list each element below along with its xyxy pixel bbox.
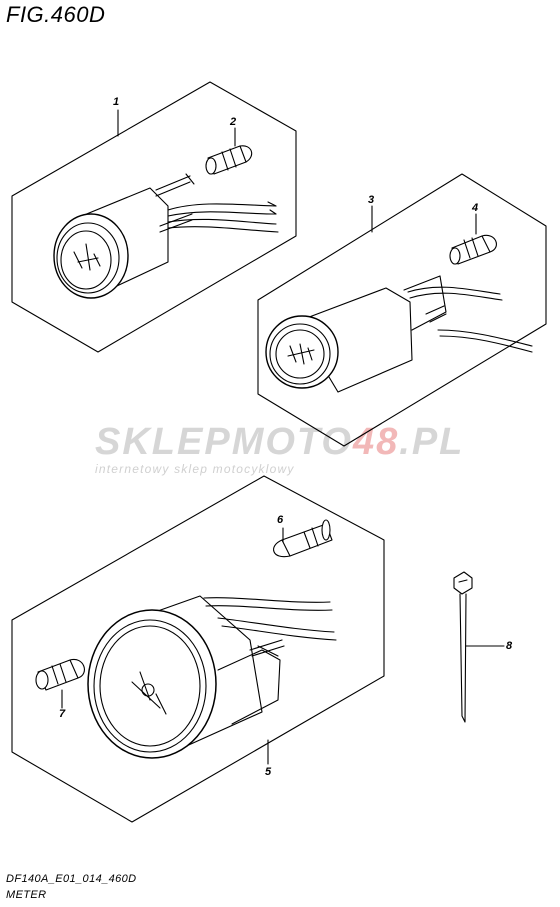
group-5-frame	[11, 475, 385, 823]
callout-3: 3	[368, 194, 375, 206]
bulb-7-icon	[35, 658, 85, 691]
footer-caption: METER	[6, 889, 47, 901]
meter-1-icon	[53, 173, 279, 299]
callout-7: 7	[59, 708, 66, 720]
callout-4: 4	[472, 202, 479, 214]
figure-title: FIG.460D	[6, 2, 106, 27]
callout-6: 6	[277, 514, 284, 526]
meter-3-icon	[265, 275, 533, 393]
watermark-brand-part2: 48	[353, 421, 400, 463]
group-1-frame	[11, 81, 297, 353]
watermark-tagline: internetowy sklep motocyklowy	[95, 462, 295, 476]
cable-tie-8-icon	[453, 571, 473, 723]
callout-5: 5	[265, 766, 272, 778]
watermark-brand: SKLEPMOTO48.PL	[95, 421, 464, 464]
footer-code: DF140A_E01_014_460D	[6, 873, 137, 885]
callout-1: 1	[113, 96, 120, 108]
callout-2: 2	[230, 116, 237, 128]
watermark-brand-part3: .PL	[399, 421, 465, 463]
watermark-brand-part1: SKLEPMOTO	[95, 421, 353, 463]
callout-8: 8	[506, 640, 513, 652]
group-3-frame	[257, 173, 547, 447]
bulb-4-icon	[449, 234, 497, 265]
bulb-6-icon	[273, 519, 333, 558]
meter-5-icon	[87, 595, 337, 759]
bulb-2-icon	[205, 145, 253, 175]
